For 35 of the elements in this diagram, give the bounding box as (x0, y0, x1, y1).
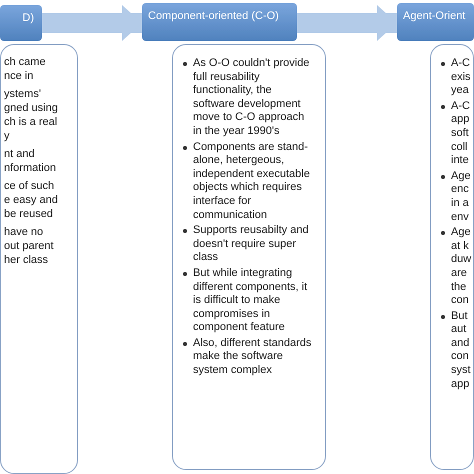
bullet-text: But while integrating different components, it is difficult to make compromises in component feature (193, 266, 308, 334)
header-box (142, 3, 297, 41)
bullet-text: Supports reusabilty and doesn't require super class (193, 224, 309, 264)
bullet-text: As O-O couldn't provide full reusability functionality, the software development move to C-O approach in the year 1990's (193, 57, 310, 137)
bullet-text: Age at k duw are the con (451, 226, 472, 306)
text-line: ch is a real (4, 115, 58, 129)
text-line: out parent (4, 239, 55, 253)
bullet-text: Components are stand-alone, hetergeous, independent executable objects which requires interface for communication (193, 140, 310, 221)
header-box (0, 5, 42, 41)
header-text: D) (22, 12, 34, 24)
bullet-text: A-C exis yea (451, 57, 471, 96)
bullet-text: Also, different standards make the software system complex (193, 336, 312, 376)
text-line: y (4, 129, 10, 143)
content-card (0, 44, 78, 474)
bullet-text: A-C app soft coll inte (451, 100, 470, 166)
text-line: e easy and (4, 193, 58, 207)
text-line: nt and (4, 147, 36, 161)
text-line: nce in (4, 69, 34, 83)
header-box (397, 3, 474, 41)
text-line: ce of such (4, 179, 56, 193)
text-line: ystems' (4, 87, 42, 101)
block-arrow (42, 5, 142, 41)
content-card (172, 44, 326, 470)
text-line: nformation (4, 161, 57, 175)
bullet-text: But aut and con syst app (451, 310, 471, 390)
text-line: her class (4, 253, 50, 267)
header-text: Component-oriented (C-O) (148, 10, 279, 22)
header-text: Agent-Orient (403, 10, 466, 22)
bullet-text: Age enc in a env (451, 170, 471, 223)
text-line: have no (4, 225, 44, 239)
content-card (430, 44, 474, 470)
text-line: gned using (4, 101, 58, 115)
text-line: be reused (4, 207, 54, 221)
block-arrow (297, 5, 397, 41)
text-line: ch came (4, 55, 47, 69)
